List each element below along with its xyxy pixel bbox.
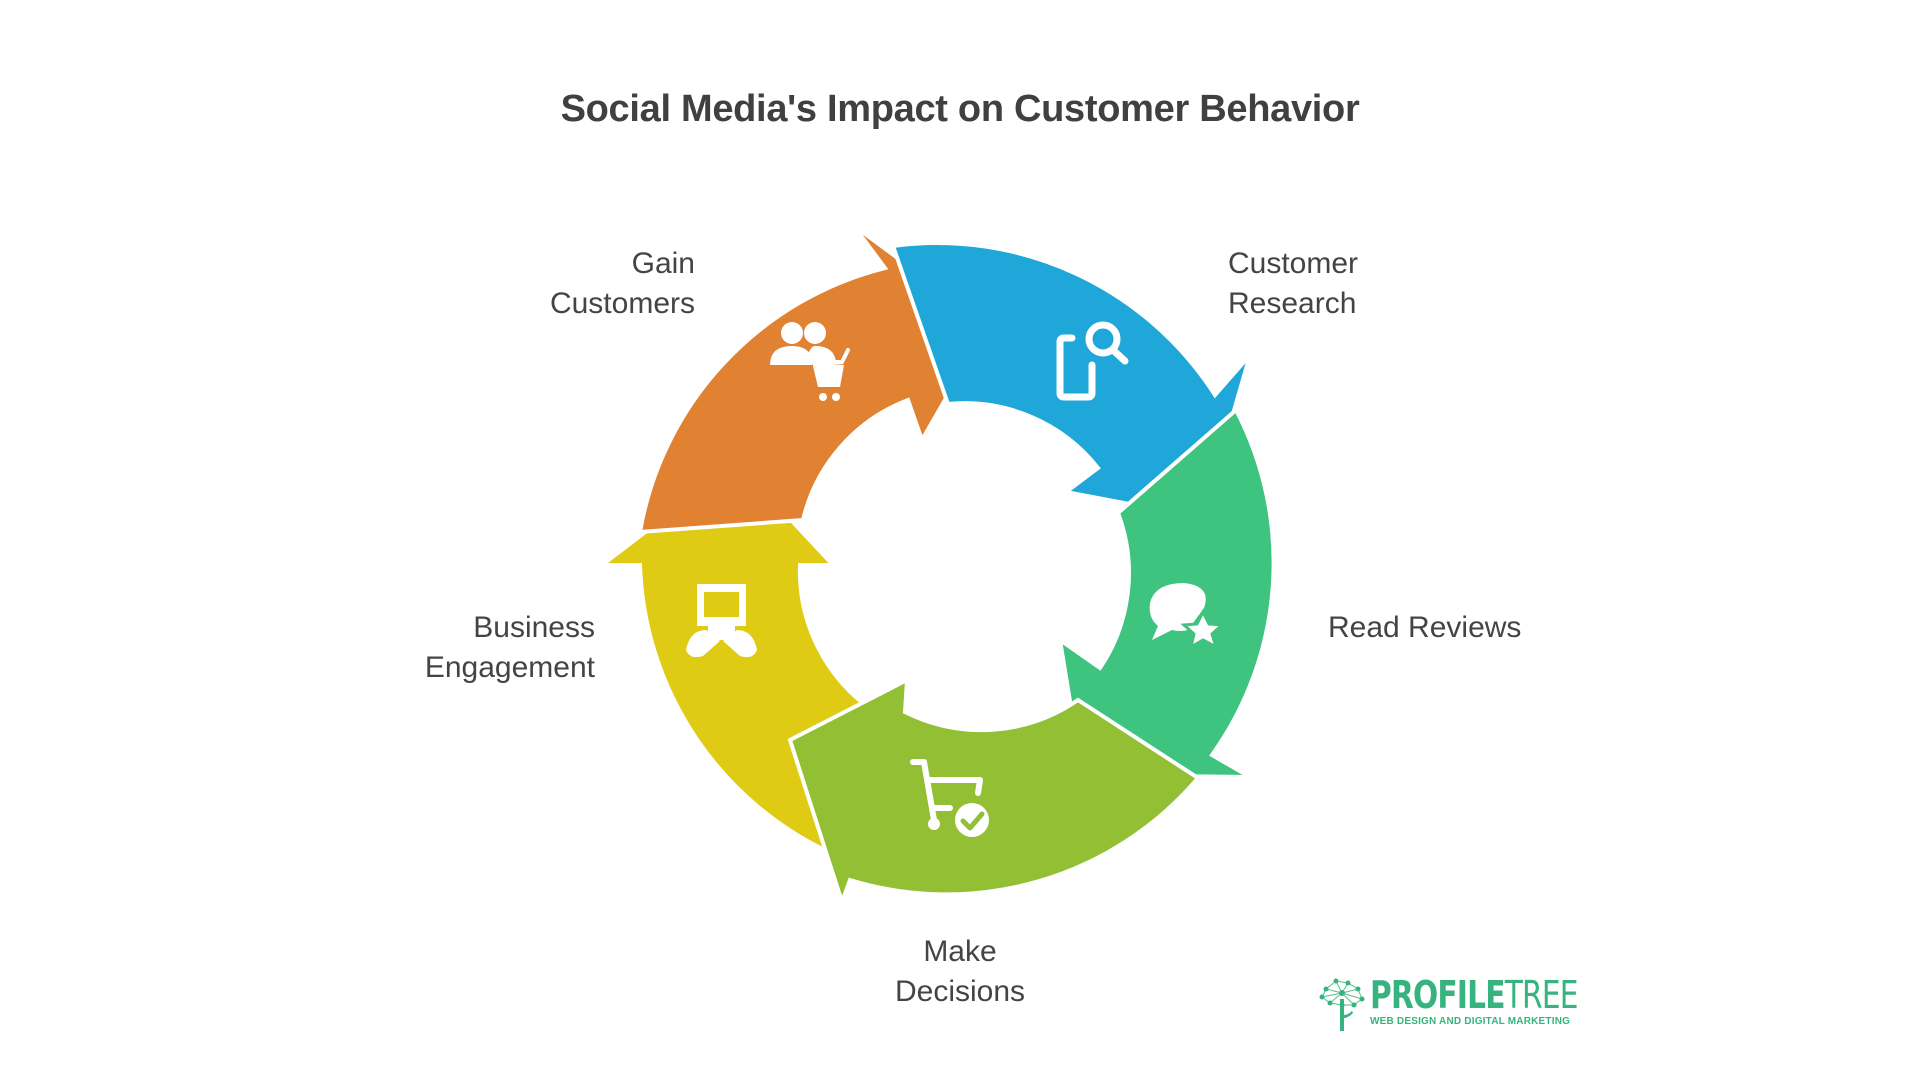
- arrow-make-decisions: [787, 676, 1201, 909]
- step-label-read-reviews: Read Reviews: [1328, 608, 1628, 648]
- step-label-business-engagement: Business Engagement: [300, 608, 595, 688]
- laptop-handshake-icon: [686, 584, 757, 658]
- label-line-2: Decisions: [894, 975, 1026, 1008]
- logo-wordmark: PROFILETREE: [1370, 973, 1579, 1017]
- review-star-chat-icon: [1149, 583, 1226, 651]
- label-line-2: Research: [1228, 287, 1357, 320]
- step-label-make-decisions: Make Decisions: [810, 932, 1110, 1012]
- logo-name-bold: PROFILE: [1370, 973, 1505, 1017]
- label-line-1: Business: [473, 611, 595, 644]
- page-title: Social Media's Impact on Customer Behavi…: [560, 88, 1360, 130]
- cart-check-icon: [910, 759, 989, 837]
- logo-tagline: WEB DESIGN AND DIGITAL MARKETING: [1370, 1016, 1571, 1027]
- step-label-customer-research: Customer Research: [1228, 244, 1488, 324]
- label-line-1: Customer: [1228, 247, 1359, 280]
- label-line-2: Customers: [549, 287, 695, 320]
- label-line-1: Gain: [631, 247, 695, 280]
- arrow-customer-research: [890, 241, 1252, 521]
- label-line-1: Make: [923, 935, 997, 968]
- label-line-2: Engagement: [424, 651, 595, 684]
- logo-name-thin: TREE: [1504, 973, 1579, 1017]
- customers-cart-icon: [770, 322, 850, 401]
- label-line-1: Read Reviews: [1328, 611, 1522, 644]
- profiletree-logo: PROFILETREE WEB DESIGN AND DIGITAL MARKE…: [1318, 975, 1579, 1035]
- mobile-search-icon: [1056, 321, 1129, 401]
- tree-network-icon: [1319, 978, 1365, 1031]
- arrow-gain-customers: [637, 223, 991, 535]
- step-label-gain-customers: Gain Customers: [480, 244, 695, 324]
